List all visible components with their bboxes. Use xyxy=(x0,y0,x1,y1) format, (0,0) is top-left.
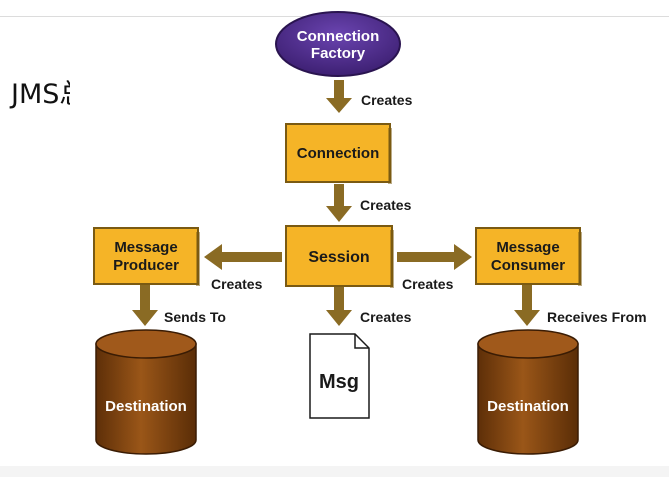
node-connection-factory: Connection Factory xyxy=(275,11,401,77)
node-session: Session xyxy=(285,225,394,288)
msg-label: Msg xyxy=(319,371,359,393)
factory-label-line2: Factory xyxy=(311,45,366,62)
arrow-session-to-consumer xyxy=(397,244,472,270)
edge-label-producer-dest: Sends To xyxy=(164,309,226,325)
arrow-producer-to-dest xyxy=(132,285,158,326)
connection-label: Connection xyxy=(297,145,380,162)
edge-label-connection-session: Creates xyxy=(360,197,412,213)
consumer-label-line2: Consumer xyxy=(491,257,565,274)
edge-label-session-producer: Creates xyxy=(211,276,263,292)
node-destination-right: Destination xyxy=(477,329,579,455)
dest-right-label: Destination xyxy=(487,398,569,415)
arrow-connection-to-session xyxy=(326,184,352,222)
edge-label-factory-connection: Creates xyxy=(361,92,413,108)
factory-label-line1: Connection xyxy=(297,28,380,45)
bottom-strip xyxy=(0,466,669,477)
session-label: Session xyxy=(308,249,369,266)
edge-label-dest-consumer: Receives From xyxy=(547,309,647,325)
arrow-session-to-producer xyxy=(204,244,282,270)
arrow-factory-to-connection xyxy=(326,80,352,113)
node-connection: Connection xyxy=(285,123,392,184)
node-message-producer: Message Producer xyxy=(93,227,200,286)
dest-left-label: Destination xyxy=(105,398,187,415)
arrow-session-to-msg xyxy=(326,286,352,326)
edge-label-session-msg: Creates xyxy=(360,309,412,325)
node-message-consumer: Message Consumer xyxy=(475,227,582,286)
arrow-dest-to-consumer xyxy=(514,285,540,326)
node-destination-left: Destination xyxy=(95,329,197,455)
producer-label-line1: Message xyxy=(114,239,177,256)
node-msg-document: Msg xyxy=(309,333,370,419)
consumer-label-line1: Message xyxy=(496,239,559,256)
edge-label-session-consumer: Creates xyxy=(402,276,454,292)
producer-label-line2: Producer xyxy=(113,257,179,274)
